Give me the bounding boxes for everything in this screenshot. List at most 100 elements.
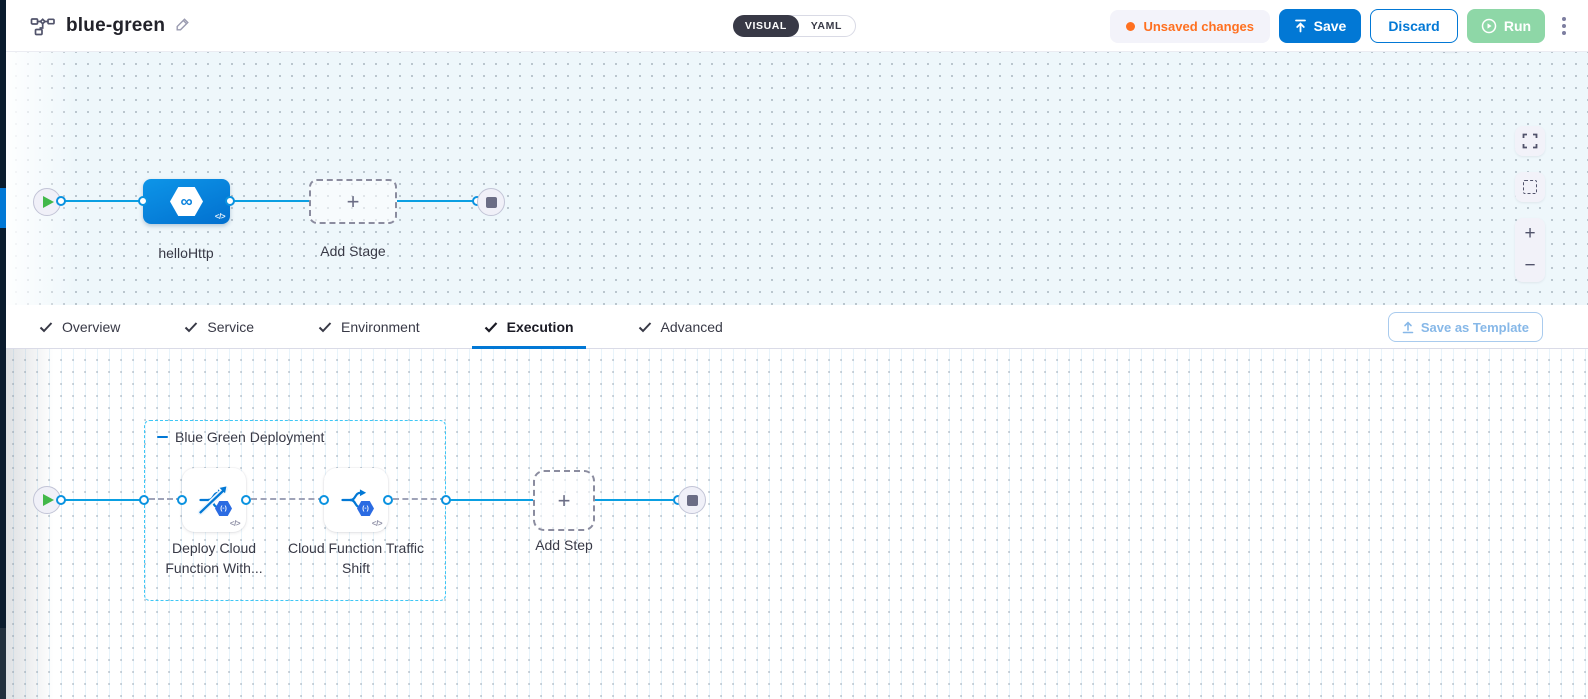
edge-dashed [251,498,324,500]
step-name-label: Deploy Cloud Function With... [165,540,263,576]
view-mode-toggle: VISUAL YAML [733,15,856,37]
connector-dot [225,196,235,206]
fullscreen-icon [1522,133,1538,149]
pipeline-title: blue-green [66,14,166,36]
code-icon: </> [214,212,226,221]
tab-execution[interactable]: Execution [471,305,586,349]
unsaved-changes-label: Unsaved changes [1143,18,1254,34]
pipeline-end-node[interactable] [477,188,505,216]
add-stage-button[interactable]: + [309,179,397,224]
stop-square-icon [686,494,698,506]
stage-config-tabbar: Overview Service Environment Execution A… [6,305,1588,349]
tab-service[interactable]: Service [172,305,266,349]
infinity-icon: ∞ [180,192,193,211]
check-icon [484,321,497,333]
edge-addstage-to-end [397,200,477,202]
add-step-button[interactable]: + [533,470,595,531]
stage-graph-canvas[interactable] [6,52,1588,305]
connector-dot [319,495,329,505]
tab-label: Service [207,318,255,335]
step-group-header[interactable]: Blue Green Deployment [157,429,324,445]
zoom-in-button[interactable]: + [1524,223,1536,244]
add-step-label: Add Step [535,537,593,553]
save-as-template-button[interactable]: Save as Template [1387,312,1543,342]
upload-template-icon [1402,320,1414,333]
execution-end-node[interactable] [678,486,706,514]
check-icon [638,321,651,332]
header: blue-green VISUAL YAML Unsaved changes [6,0,1588,52]
check-icon [318,321,332,332]
edge-start-to-stage [61,200,143,202]
connector-dot [139,495,149,505]
tab-label: Advanced [660,318,723,335]
collapse-minus-icon [157,435,168,439]
rail-active-indicator [0,188,6,228]
stage-type-hexagon-icon: ∞ [170,187,203,216]
tab-overview[interactable]: Overview [27,305,132,349]
deploy-no-traffic-icon [197,485,229,516]
save-label: Save [1313,18,1347,34]
code-icon: </> [371,519,383,528]
tab-label: Execution [506,318,574,335]
code-icon: </> [229,519,241,528]
check-icon [185,321,198,332]
run-label: Run [1503,18,1532,34]
connector-dot [241,495,251,505]
stage-card-hellohttp[interactable]: ∞ </> [143,179,230,224]
canvas-left-fade [6,349,54,699]
connector-dot [56,495,66,505]
check-icon [39,321,53,332]
edit-title-icon[interactable] [175,16,191,36]
left-nav-rail [0,0,6,699]
pipeline-graph-icon [30,14,56,38]
more-options-menu[interactable] [1554,11,1574,41]
edge-dashed [149,498,182,500]
unsaved-dot-icon [1126,21,1136,31]
step-name-label: Cloud Function Traffic Shift [288,540,424,576]
edge-start-to-group [61,499,144,501]
connector-dot [441,495,451,505]
visual-tab[interactable]: VISUAL [733,15,799,37]
save-button[interactable]: Save [1279,9,1361,43]
run-button[interactable]: Run [1467,9,1545,43]
zoom-out-button[interactable]: − [1524,255,1536,276]
discard-label: Discard [1388,18,1440,34]
edge-stage-to-addstage [230,200,310,202]
step-card-traffic-shift[interactable]: (-) </> [324,468,388,532]
edge-group-to-addstep [446,499,533,501]
execution-graph-canvas[interactable] [6,349,1588,699]
step-card-deploy-cloud-function[interactable]: (-) </> [182,468,246,532]
stage-name-label: helloHttp [158,245,214,261]
start-play-icon [43,196,54,208]
connector-dot [138,196,148,206]
connector-dot [383,495,393,505]
edge-dashed [393,498,446,500]
marquee-selection-icon [1523,180,1537,194]
tab-environment[interactable]: Environment [306,305,432,349]
plus-icon: + [346,188,360,214]
connector-dot [56,196,66,206]
save-as-template-label: Save as Template [1420,319,1529,335]
stop-square-icon [485,196,497,208]
fullscreen-button[interactable] [1515,126,1545,156]
play-circle-icon [1481,18,1497,34]
edge-addstep-to-end [595,499,678,501]
fit-selection-button[interactable] [1515,172,1545,202]
start-play-icon [43,494,54,506]
upload-arrow-icon [1294,19,1307,33]
rail-soft-segment [0,628,6,699]
plus-icon: + [557,487,571,513]
cloud-functions-badge-icon: (-) [357,501,374,516]
tab-advanced[interactable]: Advanced [626,305,735,349]
cloud-functions-badge-icon: (-) [215,501,232,516]
zoom-controls: + − [1515,218,1545,282]
tab-label: Environment [341,318,420,335]
canvas-left-fade [6,52,76,305]
connector-dot [177,495,187,505]
add-stage-label: Add Stage [320,243,386,259]
discard-button[interactable]: Discard [1370,9,1458,43]
step-group-label: Blue Green Deployment [175,429,325,445]
yaml-tab[interactable]: YAML [810,20,842,32]
step-group-blue-green-deployment[interactable] [144,420,446,601]
